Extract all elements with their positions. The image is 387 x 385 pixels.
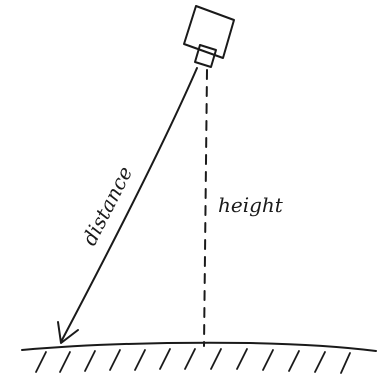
ground xyxy=(21,341,377,374)
ground-hatching xyxy=(35,348,351,374)
height-line xyxy=(203,69,208,347)
distance-label: distance xyxy=(77,162,137,249)
sensor-icon xyxy=(183,5,235,68)
distance-arrow xyxy=(57,67,198,344)
height-label: height xyxy=(218,193,284,217)
